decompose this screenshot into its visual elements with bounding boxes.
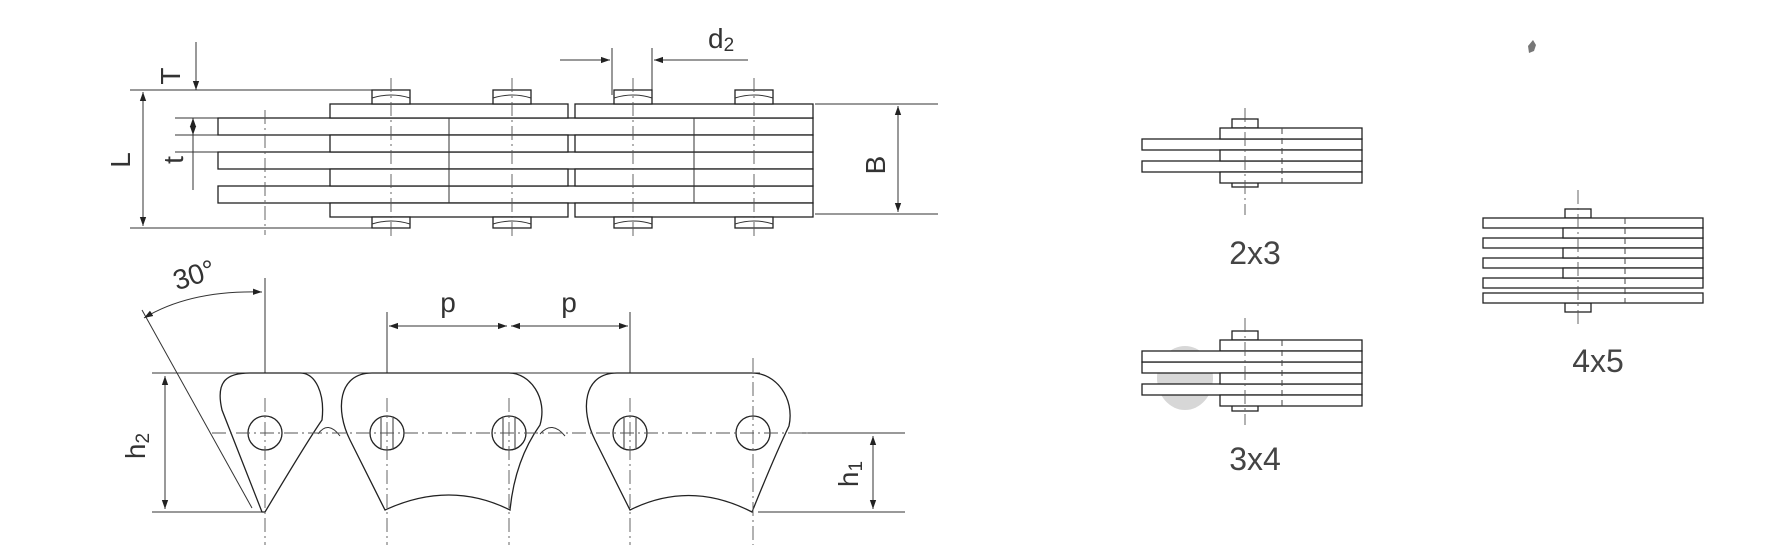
link-profile bbox=[219, 372, 791, 513]
top-view: T L t B d2 bbox=[105, 23, 938, 240]
label-h1: h1 bbox=[833, 461, 867, 487]
side-view: 30° p p h2 h1 bbox=[120, 254, 905, 545]
label-angle: 30° bbox=[169, 254, 219, 297]
speck bbox=[1528, 40, 1536, 53]
label-d2: d2 bbox=[708, 23, 734, 56]
label-p-left: p bbox=[440, 287, 456, 318]
label-p-right: p bbox=[561, 287, 577, 318]
label-T: T bbox=[155, 67, 186, 84]
variant-label-2x3: 2x3 bbox=[1229, 235, 1281, 271]
variant-2x3: 2x3 bbox=[1141, 108, 1363, 271]
label-L: L bbox=[105, 152, 136, 168]
plate-stack bbox=[217, 103, 814, 218]
variant-label-4x5: 4x5 bbox=[1572, 343, 1624, 379]
variant-label-3x4: 3x4 bbox=[1229, 441, 1281, 477]
label-h2: h2 bbox=[120, 433, 154, 459]
label-B: B bbox=[860, 156, 891, 175]
variant-4x5: 4x5 bbox=[1482, 190, 1704, 379]
label-t: t bbox=[158, 156, 189, 164]
variant-3x4: 3x4 bbox=[1141, 318, 1363, 477]
